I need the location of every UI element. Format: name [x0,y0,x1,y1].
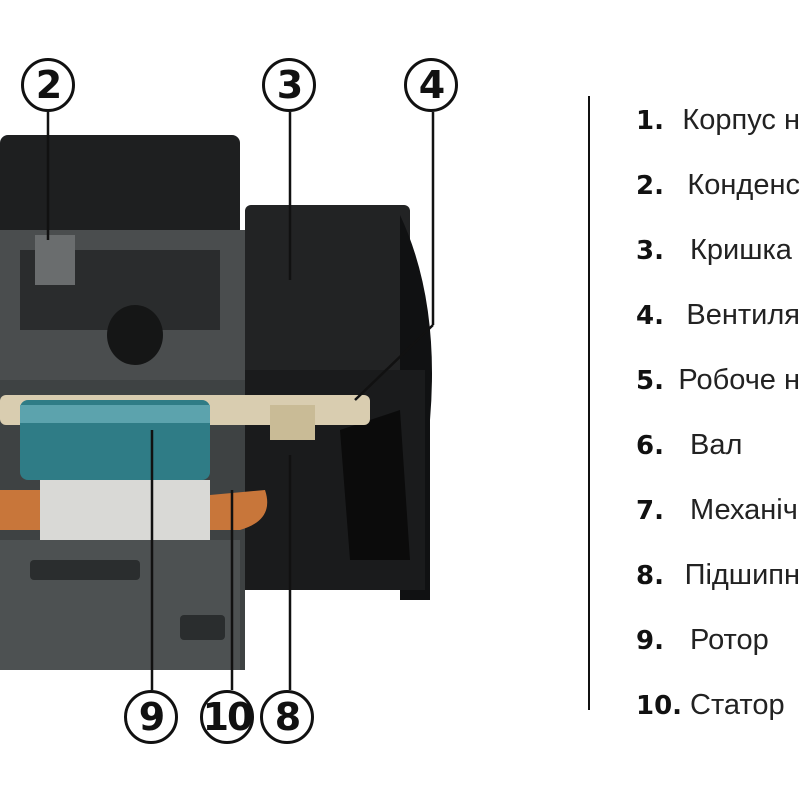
legend-number: 9. [636,625,664,656]
rotor-highlight [20,405,210,423]
legend-item: 3. Кришка [636,218,800,283]
leader-4b [354,324,434,401]
callout-4: 4 [404,58,458,112]
legend-label: Корпус н [682,104,800,136]
cable-gland [107,305,163,365]
callout-8: 8 [260,690,314,744]
legend-number: 2. [636,170,664,201]
legend-label: Робоче н [678,364,800,396]
legend-item: 1. Корпус н [636,88,800,153]
legend-number: 4. [636,300,664,331]
legend-item: 6. Вал [636,413,800,478]
legend-number: 3. [636,235,664,266]
legend-item: 5. Робоче н [636,348,800,413]
legend-label: Ротор [690,624,769,656]
fan-cover [245,205,410,380]
legend-number: 1. [636,105,664,136]
legend-number: 5. [636,365,664,396]
callout-10: 10 [200,690,254,744]
stator-core [40,480,210,540]
legend-number: 7. [636,495,664,526]
motor-cutaway-illustration [0,112,435,690]
legend-item: 4. Вентиля [636,283,800,348]
callout-9: 9 [124,690,178,744]
legend-item: 10.Статор [636,673,800,738]
legend-label: Кришка [690,234,792,266]
legend-number: 8. [636,560,664,591]
legend-number: 6. [636,430,664,461]
parts-legend: 1.Корпус н 2.Конденс 3.Кришка 4.Вентиля … [636,88,800,738]
callout-2: 2 [21,58,75,112]
legend-item: 7. Механіч [636,478,800,543]
legend-divider [588,96,590,710]
legend-label: Механіч [690,494,798,526]
bearing [270,405,315,440]
base-slot [30,560,140,580]
fan-blade [340,410,410,560]
legend-label: Статор [690,689,785,721]
legend-item: 8. Підшипн [636,543,800,608]
legend-number: 10. [636,690,683,721]
legend-label: Конденс [687,169,800,201]
legend-label: Підшипн [684,559,800,591]
legend-label: Вентиля [686,299,800,331]
legend-item: 2. Конденс [636,153,800,218]
base-slot [180,615,225,640]
legend-item: 9. Ротор [636,608,800,673]
housing-base [0,540,240,670]
legend-label: Вал [690,429,743,461]
callout-3: 3 [262,58,316,112]
terminal [35,235,75,285]
